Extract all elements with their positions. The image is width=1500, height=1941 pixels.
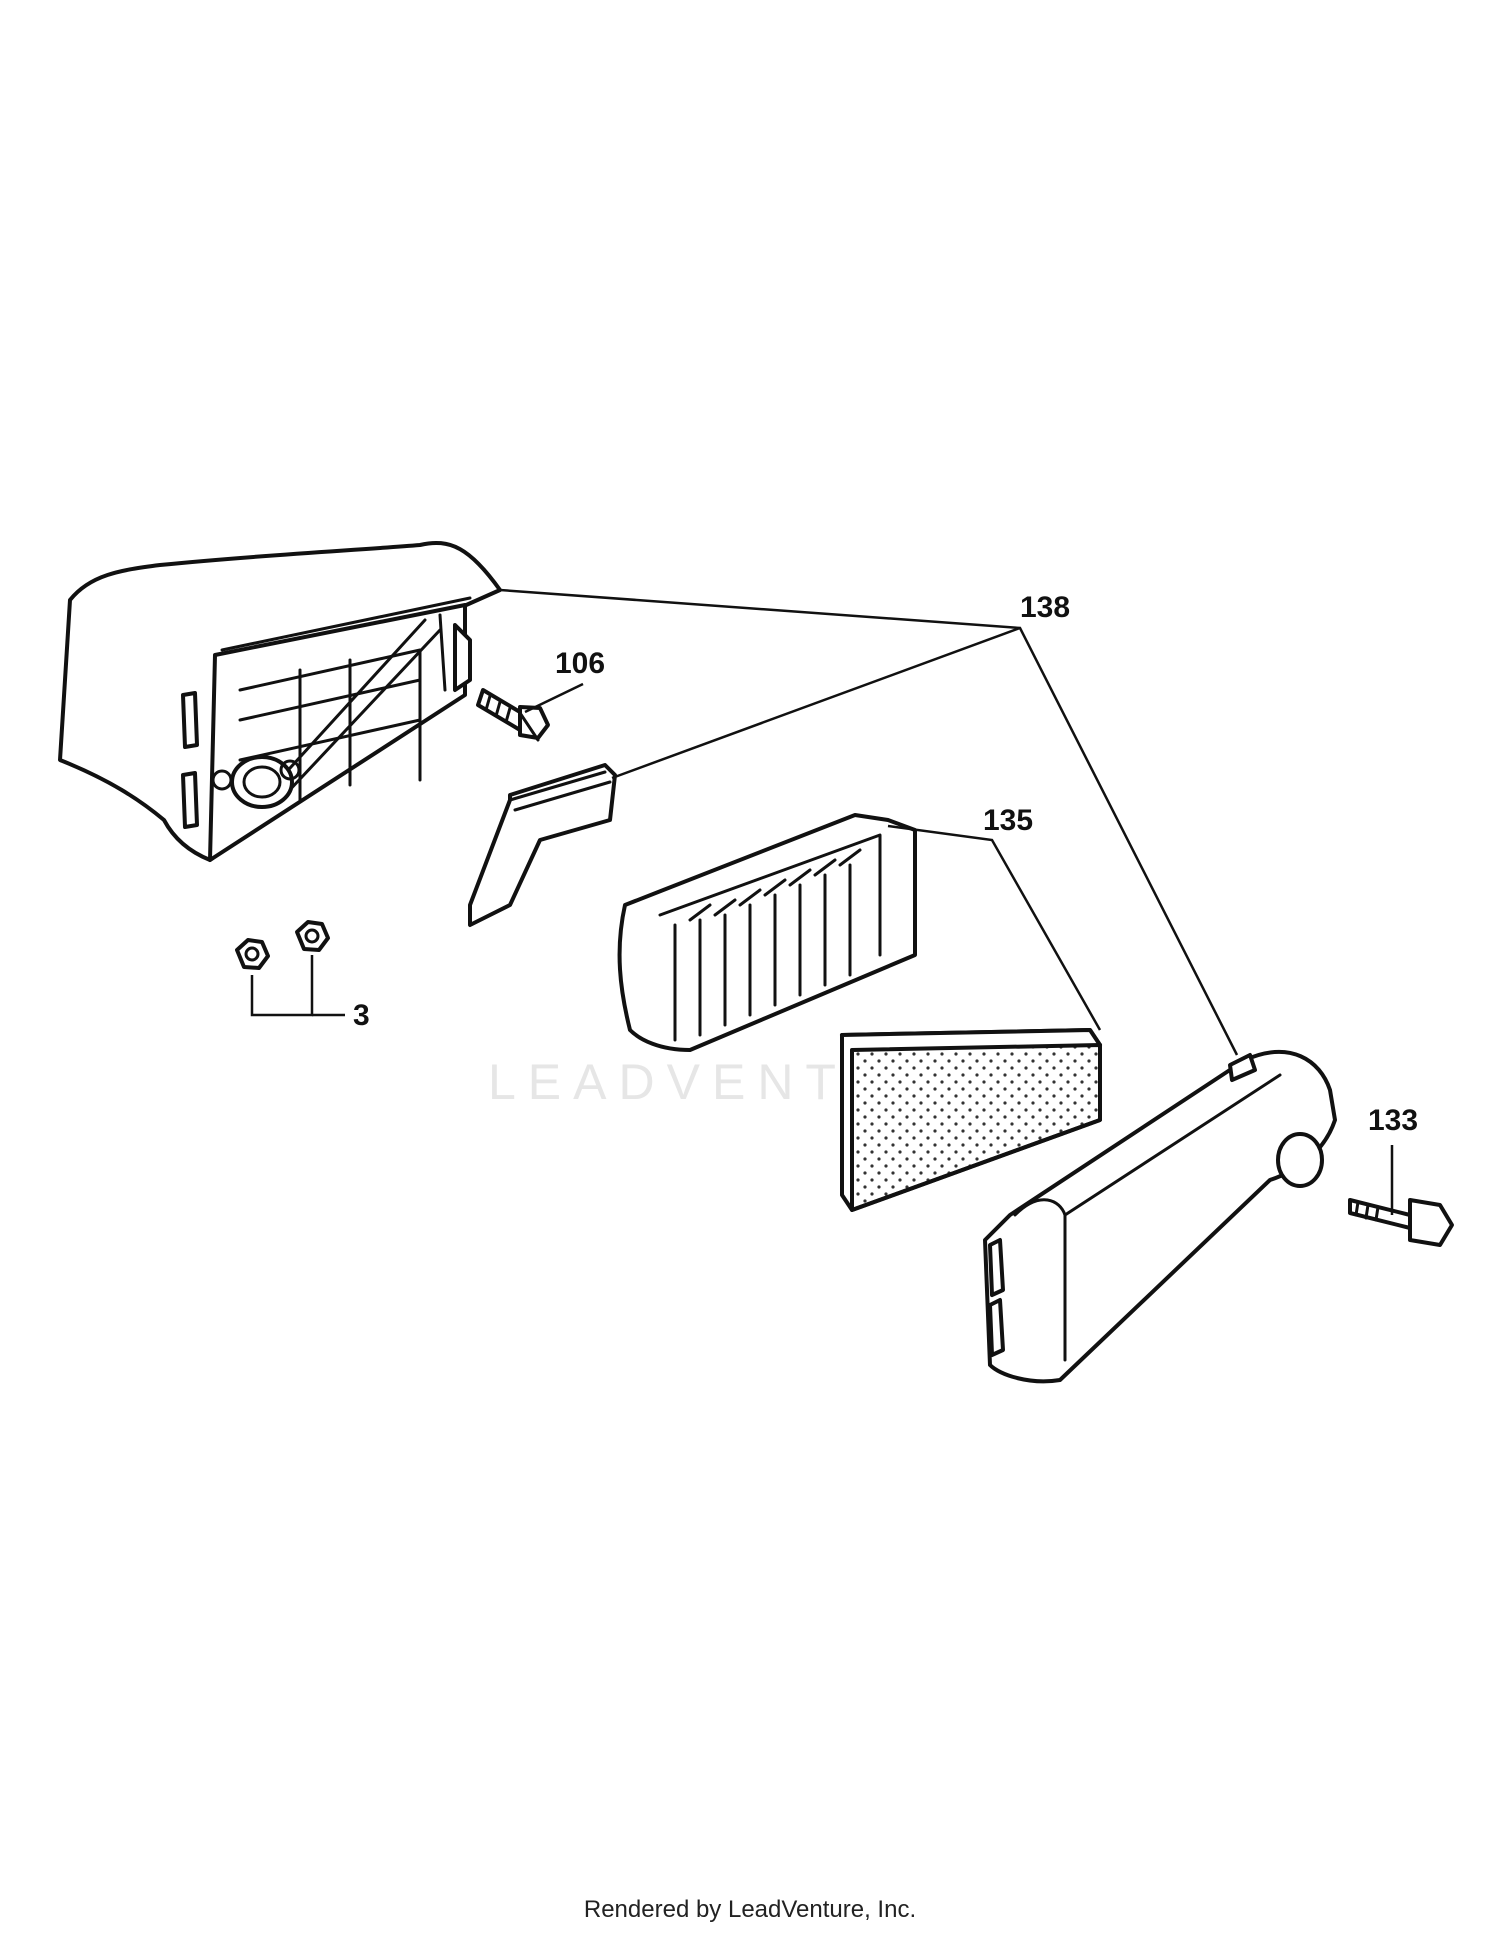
air-cleaner-cover — [983, 1049, 1337, 1384]
callout-3: 3 — [353, 999, 370, 1032]
leader-lines — [250, 588, 1394, 1215]
callout-106: 106 — [555, 647, 605, 680]
hex-nuts — [235, 920, 330, 970]
foam-pre-cleaner — [468, 763, 617, 927]
air-cleaner-base — [58, 540, 502, 862]
screw-part — [476, 688, 550, 742]
callout-138: 138 — [1020, 591, 1070, 624]
callout-133: 133 — [1368, 1104, 1418, 1137]
callout-135: 135 — [983, 804, 1033, 837]
pleated-air-filter — [617, 813, 917, 1052]
foam-filter — [840, 1028, 1102, 1212]
footer-credit: Rendered by LeadVenture, Inc. — [583, 1896, 917, 1923]
knob-bolt — [1348, 1198, 1454, 1247]
